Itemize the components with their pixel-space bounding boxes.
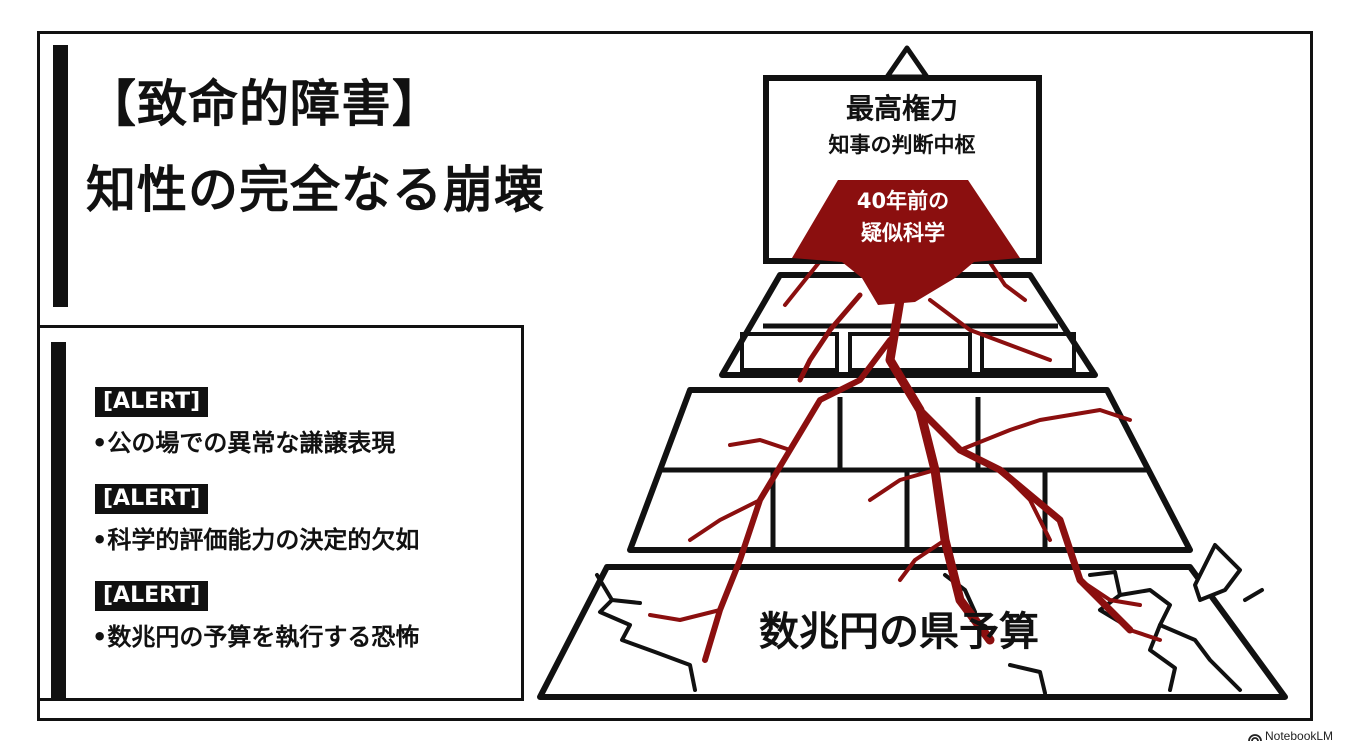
top-box-title: 最高権力 [846,92,958,125]
title-line-2: 知性の完全なる崩壊 [86,161,545,219]
alert-text: •数兆円の予算を執行する恐怖 [92,623,420,651]
title-accent-bar [53,45,68,307]
red-cracks [648,253,1162,663]
alert-text: •公の場での異常な謙譲表現 [92,429,396,457]
notebooklm-logo: NotebookLM [1248,729,1333,743]
title-line-1: 【致命的障害】 [86,75,443,133]
footer-brand: NotebookLM [1265,729,1334,743]
alert-tag: [ALERT] [95,387,209,417]
alert-text: •科学的評価能力の決定的欠如 [92,526,420,554]
pseudoscience-core [792,180,1020,305]
core-text-line-1: 40年前の [857,189,949,213]
base-budget-label: 数兆円の県予算 [759,609,1039,655]
alert-tag: [ALERT] [95,581,209,611]
notebooklm-logo-icon [1248,733,1262,742]
alert-panel [38,325,524,701]
top-box-subtitle: 知事の判断中枢 [829,133,976,157]
core-text-line-2: 疑似科学 [861,221,945,245]
alert-tag: [ALERT] [95,484,209,514]
apex-triangle [884,45,930,80]
alert-accent-bar [51,342,66,700]
